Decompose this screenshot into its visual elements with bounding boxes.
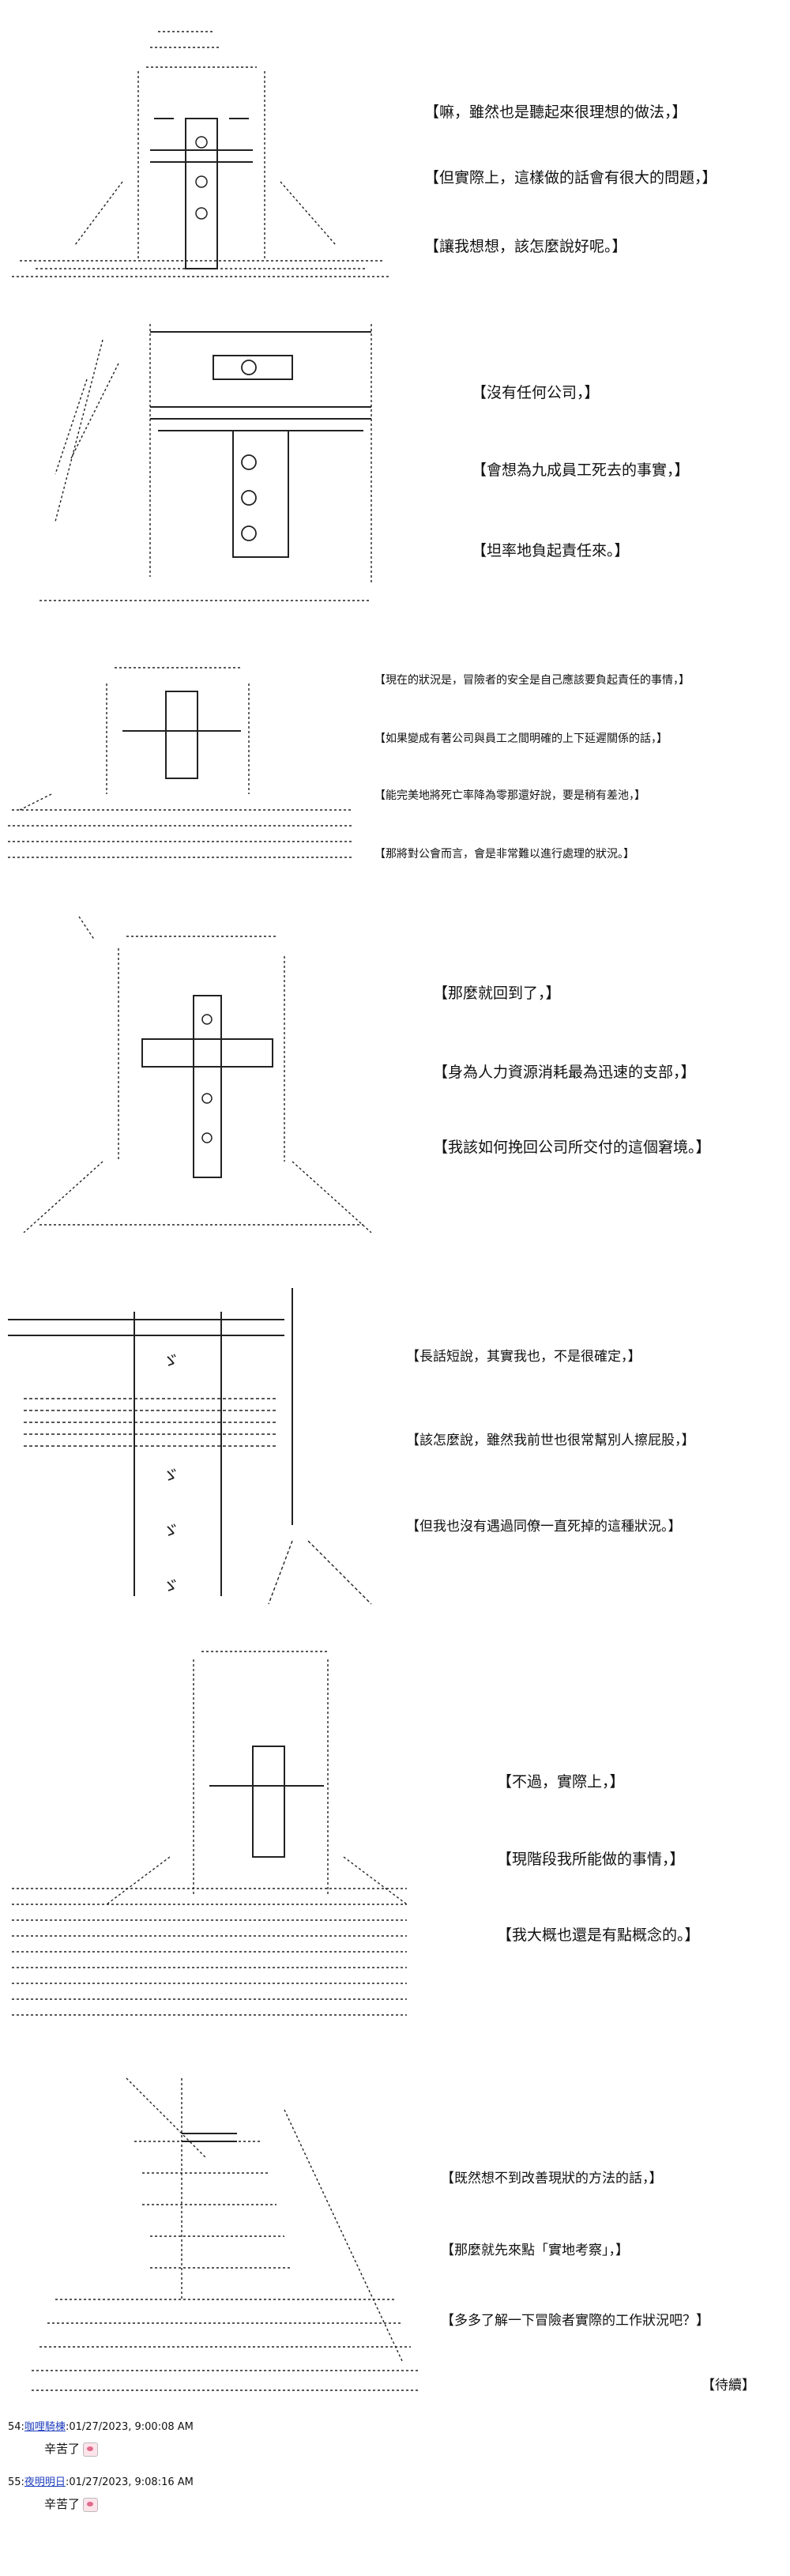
emoticon-icon — [83, 2442, 99, 2457]
dialogue-line: 【現階段我所能做的事情，】 — [497, 1851, 685, 1868]
dialogue-line: 【多多了解一下冒險者實際的工作狀況吧？】 — [441, 2313, 709, 2329]
panel-5: ゞゞゞゞ 【長話短說，其實我也，不是很確定，】 【該怎麼說，雖然我前世也很常幫別… — [0, 1248, 790, 1620]
dialogue-line: 【但我也沒有遇過同僚一直死掉的這種狀況。】 — [406, 1519, 682, 1535]
dialogue-line: 【如果變成有著公司與員工之間明確的上下延遲關係的話，】 — [374, 733, 668, 745]
svg-text:ゞ: ゞ — [162, 1522, 179, 1542]
panel-1: 【嘛，雖然也是聽起來很理想的做法，】 【但實際上，這樣做的話會有很大的問題，】 … — [0, 0, 790, 316]
knight-ascii-art-3 — [4, 636, 359, 881]
svg-text:ゞ: ゞ — [162, 1352, 179, 1372]
dialogue-line: 【現在的狀況是，冒險者的安全是自己應該要負起責任的事情，】 — [374, 674, 690, 687]
knight-ascii-art-7 — [24, 2062, 427, 2402]
panel-4: 【那麼就回到了，】 【身為人力資源消耗最為迅速的支部，】 【我該如何挽回公司所交… — [0, 893, 790, 1248]
post-header: 54:咖哩騎棟:01/27/2023, 9:00:08 AM — [8, 2418, 194, 2433]
dialogue-line: 【不過，實際上，】 — [497, 1773, 625, 1791]
panel-3: 【現在的狀況是，冒險者的安全是自己應該要負起責任的事情，】 【如果變成有著公司與… — [0, 632, 790, 893]
panel-6: 【不過，實際上，】 【現階段我所能做的事情，】 【我大概也還是有點概念的。】 — [0, 1620, 790, 2062]
dialogue-line: 【沒有任何公司，】 — [472, 384, 600, 401]
dialogue-line: 【我該如何挽回公司所交付的這個窘境。】 — [433, 1139, 711, 1156]
svg-text:ゞ: ゞ — [162, 1577, 179, 1597]
post-number: 54: — [8, 2421, 24, 2433]
thread-replies: 54:咖哩騎棟:01/27/2023, 9:00:08 AM 辛苦了 55:夜明… — [0, 2402, 790, 2576]
dialogue-line: 【身為人力資源消耗最為迅速的支部，】 — [433, 1064, 696, 1081]
knight-ascii-art-2 — [24, 316, 411, 624]
dialogue-line: 【會想為九成員工死去的事實，】 — [472, 461, 690, 479]
post-text: 辛苦了 — [44, 2442, 81, 2456]
dialogue-line: 【既然想不到改善現狀的方法的話，】 — [441, 2171, 663, 2186]
knight-ascii-art-4 — [8, 901, 387, 1233]
post-timestamp: :01/27/2023, 9:08:16 AM — [65, 2476, 194, 2488]
post-text: 辛苦了 — [44, 2497, 81, 2511]
dialogue-line: 【能完美地將死亡率降為零那還好說，要是稍有差池，】 — [374, 789, 645, 802]
post-number: 55: — [8, 2476, 24, 2488]
emoticon-icon — [83, 2497, 99, 2512]
dialogue-line: 【但實際上，這樣做的話會有很大的問題，】 — [424, 169, 717, 186]
dialogue-line: 【該怎麼說，雖然我前世也很常幫別人擦屁股，】 — [406, 1433, 695, 1448]
dialogue-line: 【長話短說，其實我也，不是很確定，】 — [406, 1349, 641, 1365]
post-header: 55:夜明明日:01/27/2023, 9:08:16 AM — [8, 2473, 194, 2488]
dialogue-line: 【那麼就先來點「實地考察」，】 — [441, 2243, 629, 2258]
panel-7: 【既然想不到改善現狀的方法的話，】 【那麼就先來點「實地考察」，】 【多多了解一… — [0, 2062, 790, 2402]
dialogue-line: 【那麼就回到了，】 — [433, 985, 561, 1002]
knight-ascii-art-5: ゞゞゞゞ — [8, 1288, 379, 1612]
post-timestamp: :01/27/2023, 9:00:08 AM — [65, 2421, 194, 2433]
dialogue-line: 【嘛，雖然也是聽起來很理想的做法，】 — [424, 104, 687, 121]
post-body: 辛苦了 — [44, 2440, 99, 2457]
panel-2: 【沒有任何公司，】 【會想為九成員工死去的事實，】 【坦率地負起責任來。】 — [0, 316, 790, 632]
dialogue-line: 【我大概也還是有點概念的。】 — [497, 1926, 700, 1944]
svg-text:ゞ: ゞ — [162, 1467, 179, 1486]
knight-ascii-art-1 — [4, 24, 399, 292]
knight-ascii-art-6 — [12, 1620, 423, 2062]
post-author-link[interactable]: 夜明明日 — [24, 2476, 66, 2488]
post-author-link[interactable]: 咖哩騎棟 — [24, 2421, 66, 2433]
post-body: 辛苦了 — [44, 2495, 99, 2512]
to-be-continued-label: 【待續】 — [702, 2378, 755, 2393]
dialogue-line: 【讓我想想，該怎麼說好呢。】 — [424, 238, 627, 255]
dialogue-line: 【坦率地負起責任來。】 — [472, 542, 630, 559]
dialogue-line: 【那將對公會而言，會是非常難以進行處理的狀況。】 — [374, 848, 634, 861]
